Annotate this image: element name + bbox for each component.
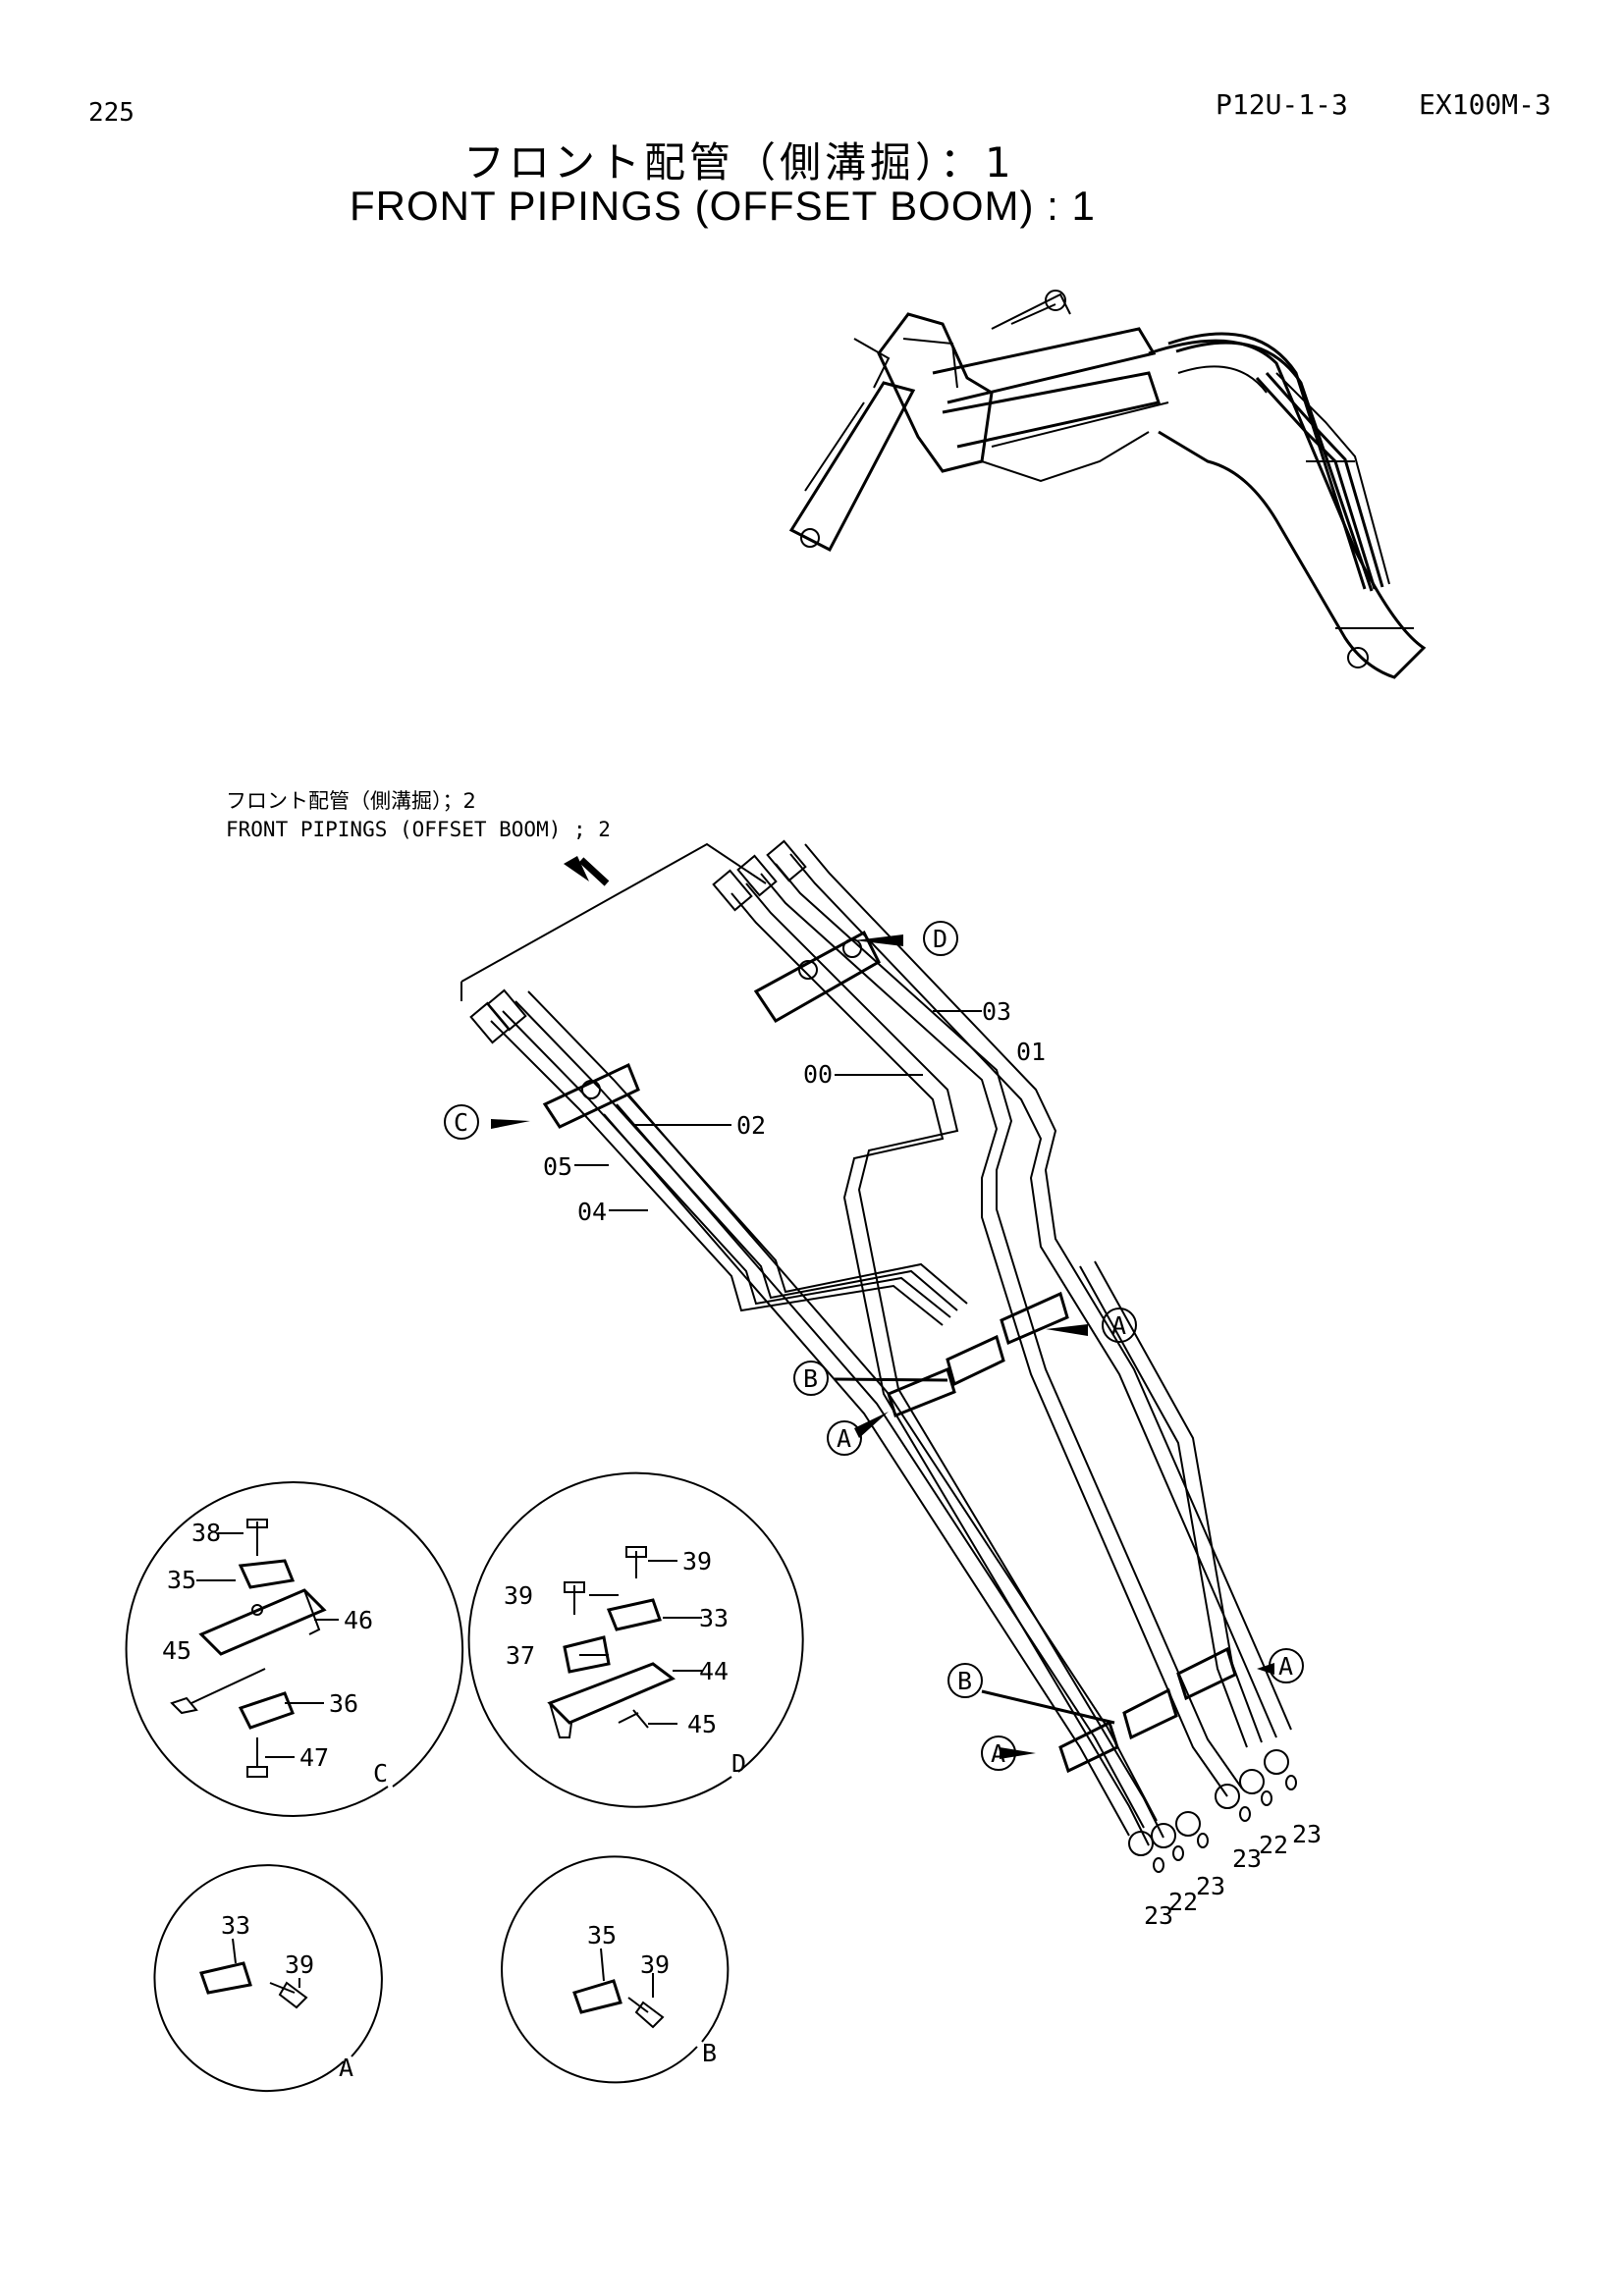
- offset-boom-reference-arrow: [460, 842, 767, 1001]
- detail-b: [501, 1855, 730, 2084]
- detail-c-part-47: 47: [299, 1743, 329, 1772]
- svg-text:A: A: [991, 1739, 1005, 1768]
- cross-reference-japanese: フロント配管（側溝掘）；2: [226, 789, 476, 813]
- callout-00: 00: [803, 1060, 833, 1089]
- callout-23: 23: [1232, 1844, 1262, 1873]
- detail-c-part-46: 46: [344, 1606, 373, 1634]
- detail-d-label: D: [731, 1749, 746, 1778]
- callout-01: 01: [1016, 1038, 1046, 1066]
- detail-marker-a[interactable]: A: [827, 1420, 862, 1456]
- detail-c-part-45: 45: [162, 1636, 191, 1665]
- svg-text:B: B: [957, 1667, 972, 1695]
- page-number: 225: [88, 98, 135, 128]
- detail-marker-a[interactable]: A: [981, 1735, 1016, 1771]
- detail-marker-a[interactable]: A: [1269, 1648, 1304, 1683]
- detail-b-part-35: 35: [587, 1921, 617, 1949]
- detail-d-part-33: 33: [699, 1604, 729, 1632]
- detail-marker-c[interactable]: C: [444, 1104, 479, 1140]
- svg-text:C: C: [454, 1108, 468, 1137]
- svg-text:A: A: [1111, 1311, 1126, 1340]
- detail-d-part-39: 39: [504, 1581, 533, 1610]
- model-number: EX100M-3: [1419, 88, 1551, 121]
- detail-d-part-44: 44: [699, 1657, 729, 1685]
- detail-d-part-45: 45: [687, 1710, 717, 1738]
- detail-a-part-33: 33: [221, 1911, 250, 1940]
- callout-leaders: [491, 934, 1274, 1759]
- callout-03: 03: [982, 997, 1011, 1026]
- detail-marker-b[interactable]: B: [947, 1663, 983, 1698]
- detail-a-label: A: [339, 2054, 353, 2082]
- detail-c-part-38: 38: [191, 1519, 221, 1547]
- page-code: P12U-1-3: [1216, 88, 1348, 121]
- svg-text:A: A: [837, 1424, 851, 1453]
- detail-b-part-39: 39: [640, 1950, 670, 1979]
- detail-marker-d[interactable]: D: [923, 921, 958, 956]
- callout-23: 23: [1196, 1872, 1225, 1900]
- pipe-assembly: [469, 839, 1297, 1873]
- detail-a-part-39: 39: [285, 1950, 314, 1979]
- detail-c-part-35: 35: [167, 1566, 196, 1594]
- callout-02: 02: [736, 1111, 766, 1140]
- callout-04: 04: [577, 1198, 607, 1226]
- detail-d-part-39: 39: [682, 1547, 712, 1575]
- machine-overview-illustration: [788, 290, 1427, 679]
- callout-22: 22: [1259, 1831, 1288, 1859]
- cross-reference-english: FRONT PIPINGS (OFFSET BOOM) ; 2: [226, 818, 611, 841]
- callout-23: 23: [1292, 1820, 1322, 1848]
- svg-text:B: B: [803, 1364, 818, 1393]
- callout-22: 22: [1168, 1888, 1198, 1916]
- detail-marker-b[interactable]: B: [793, 1361, 829, 1396]
- callout-23: 23: [1144, 1901, 1173, 1930]
- title-english: FRONT PIPINGS (OFFSET BOOM) : 1: [350, 183, 1096, 229]
- title-japanese: フロント配管（側溝掘）：1: [463, 138, 1015, 187]
- detail-d: [467, 1471, 804, 1808]
- detail-a: [153, 1864, 383, 2093]
- detail-c: [125, 1481, 464, 1817]
- detail-c-label: C: [373, 1759, 388, 1788]
- detail-c-part-36: 36: [329, 1689, 358, 1718]
- svg-text:D: D: [933, 925, 947, 953]
- callout-05: 05: [543, 1152, 572, 1181]
- svg-text:A: A: [1278, 1652, 1293, 1681]
- detail-d-part-37: 37: [506, 1641, 535, 1670]
- detail-marker-a[interactable]: A: [1102, 1308, 1137, 1343]
- detail-b-label: B: [702, 2039, 717, 2067]
